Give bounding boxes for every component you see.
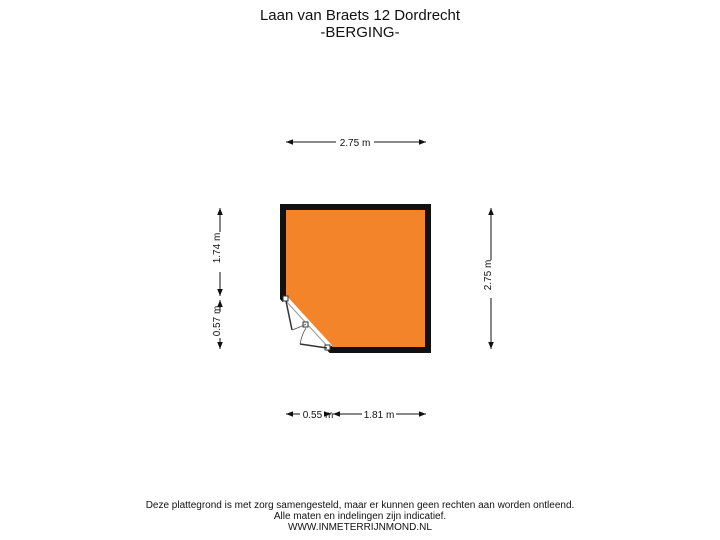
disclaimer-line-1: Deze plattegrond is met zorg samengestel… <box>145 500 575 511</box>
room-floor <box>280 204 431 353</box>
door-swing-group <box>282 295 331 351</box>
dimension-left-upper: 1.74 m <box>212 208 223 296</box>
dimension-left-lower: 0.57 m <box>212 300 223 349</box>
room-name-title: -BERGING- <box>320 24 400 41</box>
door-leaf <box>282 295 289 302</box>
plan-address-title: Laan van Braets 12 Dordrecht <box>259 7 461 24</box>
dimension-top-width: 2.75 m <box>286 138 426 149</box>
dimension-bottom-right: 1.81 m <box>333 410 426 421</box>
dimension-label-top: 2.75 m <box>340 138 371 149</box>
website-url: WWW.INMETERRIJNMOND.NL <box>288 522 432 533</box>
dimension-label-left-lower: 0.57 m <box>212 306 223 337</box>
dimension-label-bottom-left: 0.55 m <box>303 410 334 421</box>
door-leaf <box>299 343 328 349</box>
dimension-label-bottom-right: 1.81 m <box>364 410 395 421</box>
dimension-bottom-left: 0.55 m <box>286 410 333 421</box>
dimension-label-right: 2.75 m <box>483 260 494 291</box>
disclaimer-line-2: Alle maten en indelingen zijn indicatief… <box>273 511 447 522</box>
door-leaf <box>285 300 293 331</box>
door-swing-arc <box>299 327 307 345</box>
dimension-label-left-upper: 1.74 m <box>212 233 223 264</box>
door-swing-arc <box>291 323 307 331</box>
dimension-right-height: 2.75 m <box>483 208 494 349</box>
